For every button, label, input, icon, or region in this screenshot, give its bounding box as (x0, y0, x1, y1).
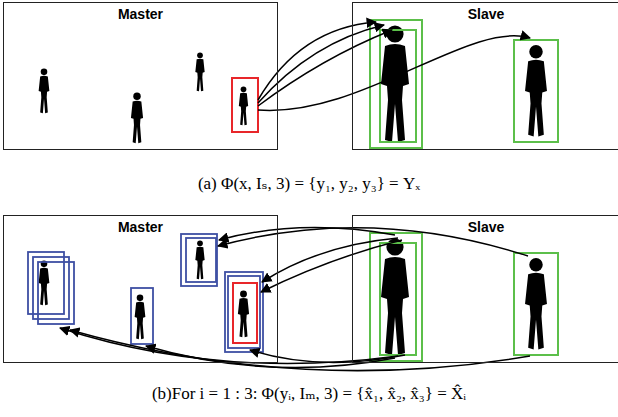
image-panel: Master (3, 2, 278, 150)
image-panel: Slave (352, 2, 618, 150)
panel-title: Slave (353, 219, 618, 235)
panel-title: Slave (353, 6, 618, 22)
panel-title: Master (4, 219, 277, 235)
subfigure-caption: (a) Φ(x, Iₛ, 3) = {y₁, y₂, y₃} = Yₓ (198, 174, 420, 194)
image-panel: Master (3, 215, 278, 363)
image-panel: Slave (352, 215, 618, 363)
subfigure-caption: (b)For i = 1 : 3: Φ(yᵢ, Iₘ, 3) = {x̂₁, x… (152, 384, 466, 404)
panel-title: Master (4, 6, 277, 22)
